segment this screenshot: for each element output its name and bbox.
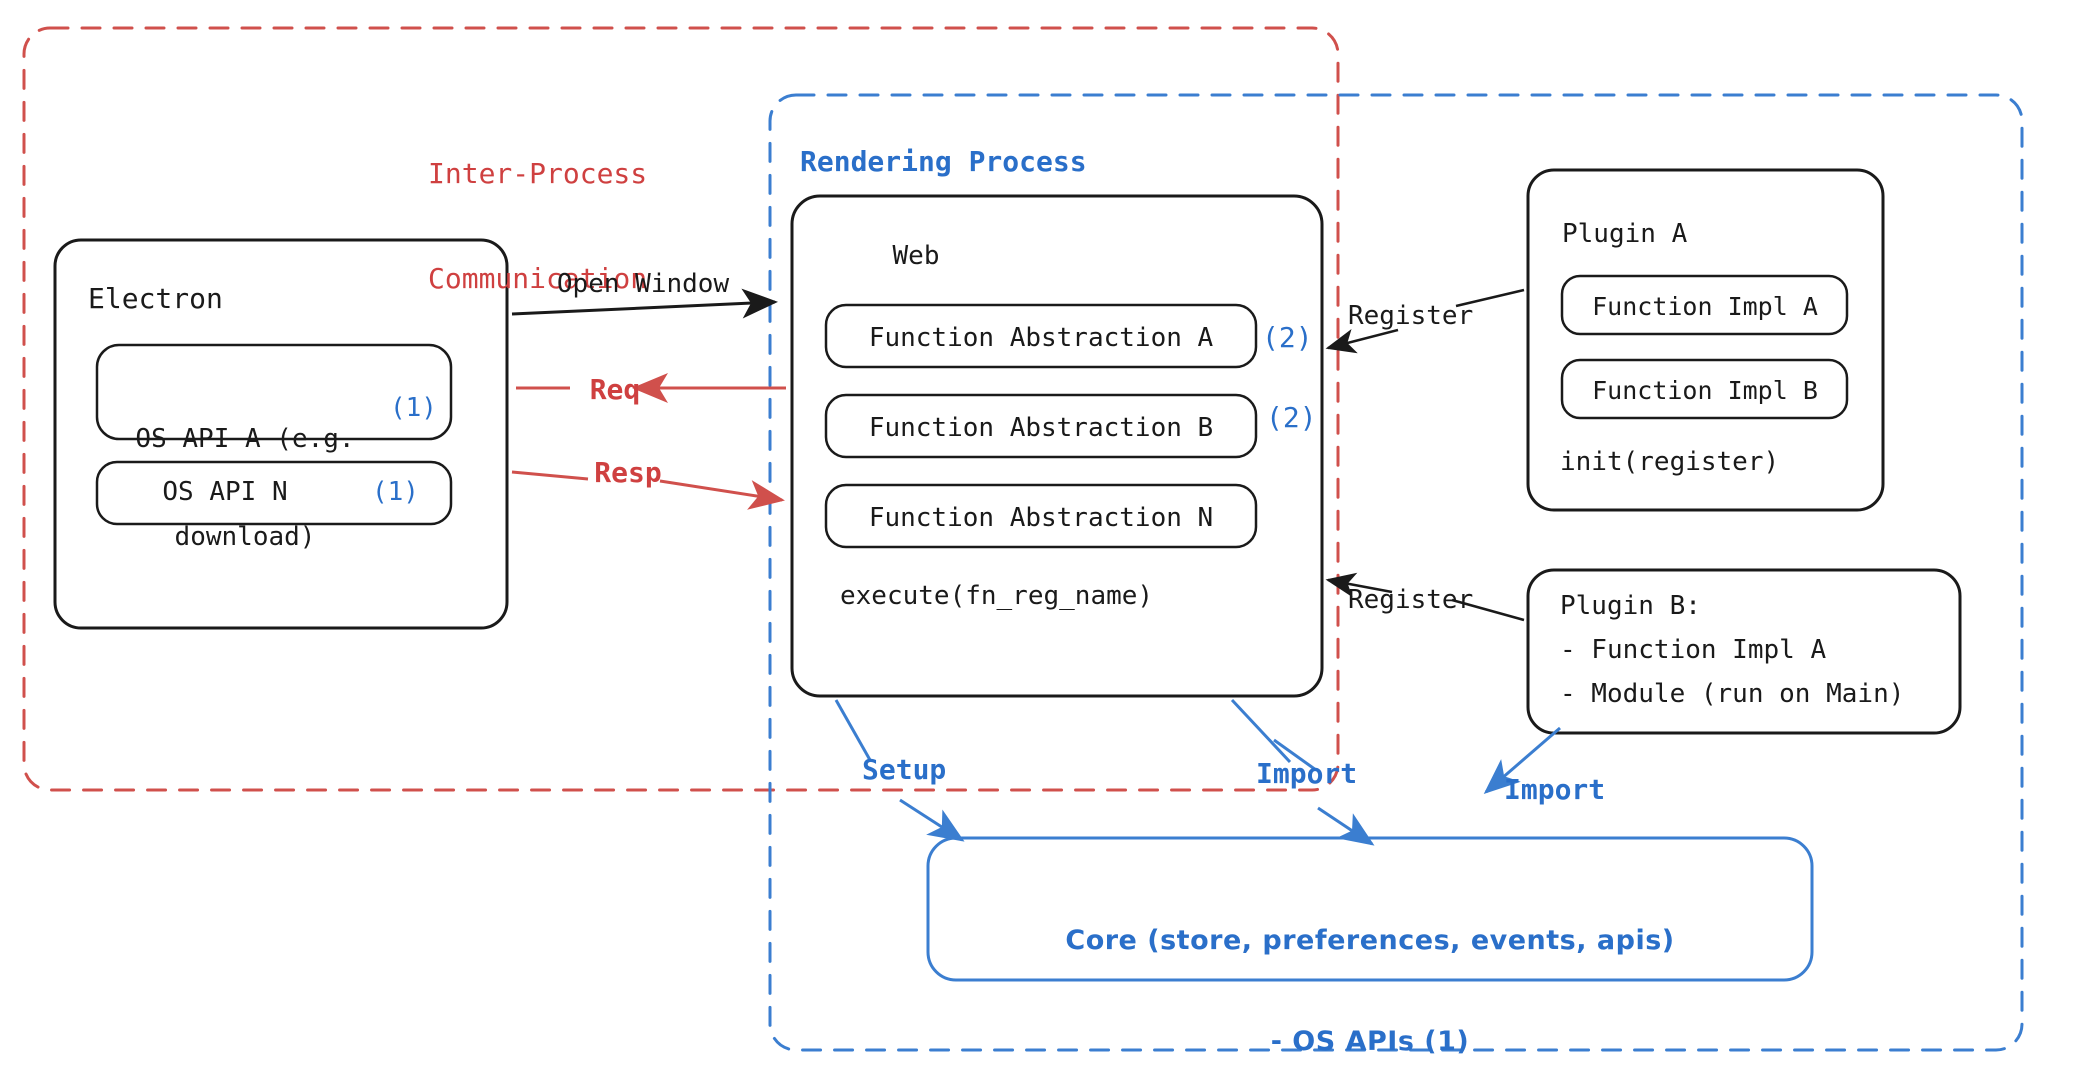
ipc-region-label-line2: Communication xyxy=(428,262,648,295)
core-line-1: Core (store, preferences, events, apis) xyxy=(1065,924,1675,956)
plugin-a-init-method: init(register) xyxy=(1560,447,1780,477)
register-plugin-b-label: Register xyxy=(1348,585,1474,615)
resp-arrow xyxy=(659,479,785,510)
function-abstraction-b-label: Function Abstraction B xyxy=(868,413,1214,443)
open-window-arrow xyxy=(511,288,778,319)
os-api-a-label: OS API A (e.g. download) xyxy=(100,358,390,618)
function-impl-a-box xyxy=(1560,274,1849,336)
os-api-a-label-line2: download) xyxy=(174,521,316,552)
function-abstraction-b-box xyxy=(824,393,1258,459)
os-api-n-label: OS API N xyxy=(162,477,288,507)
web-execute-method: execute(fn_reg_name) xyxy=(840,581,1154,611)
core-box-text: Core (store, preferences, events, apis) … xyxy=(932,856,1808,1066)
function-abstraction-a-box xyxy=(824,303,1258,369)
req-label: Req xyxy=(589,373,641,406)
function-abstraction-a-label: Function Abstraction A xyxy=(868,323,1214,353)
setup-label: Setup xyxy=(862,753,947,786)
import-web-label: Import xyxy=(1256,757,1358,790)
os-api-a-box xyxy=(95,343,453,441)
os-api-n-box xyxy=(95,460,453,526)
os-api-n-ref: (1) xyxy=(372,477,419,507)
import-plugin-b-label: Import xyxy=(1504,773,1606,806)
register-plugin-a-arrow xyxy=(1455,288,1525,308)
plugin-b-title: Plugin B: xyxy=(1560,591,1701,621)
register-plugin-b-arrow-head xyxy=(1325,572,1393,598)
open-window-label: Open Window xyxy=(556,269,730,299)
import-plugin-b-arrow xyxy=(1483,726,1561,794)
import-web-arrow-tail xyxy=(1230,698,1292,764)
resp-label: Resp xyxy=(594,456,662,489)
web-title: Web xyxy=(892,241,940,271)
plugin-a-box xyxy=(1526,168,1885,512)
rendering-process-label: Rendering Process xyxy=(800,145,1087,178)
function-impl-b-label: Function Impl B xyxy=(1592,376,1818,405)
resp-arrow-tail xyxy=(511,470,589,481)
plugin-b-item-1: - Module (run on Main) xyxy=(1560,679,1905,709)
os-api-a-label-line1: OS API A (e.g. xyxy=(135,424,355,454)
function-abstraction-a-ref: (2) xyxy=(1262,321,1313,354)
plugin-b-box xyxy=(1526,568,1962,735)
ipc-region-label: Inter-Process Communication xyxy=(428,86,748,366)
os-api-a-ref: (1) xyxy=(390,393,437,423)
function-impl-a-label: Function Impl A xyxy=(1592,292,1818,321)
setup-arrow xyxy=(899,798,965,842)
function-abstraction-b-ref: (2) xyxy=(1266,401,1317,434)
function-impl-b-box xyxy=(1560,358,1849,420)
register-plugin-a-label: Register xyxy=(1348,301,1474,331)
import-web-arrow xyxy=(1317,806,1375,846)
rendering-process-region-boundary xyxy=(768,93,2024,1052)
function-abstraction-n-label: Function Abstraction N xyxy=(868,503,1214,533)
plugin-a-title: Plugin A xyxy=(1562,219,1688,249)
register-plugin-b-arrow xyxy=(1451,598,1525,622)
function-abstraction-n-box xyxy=(824,483,1258,549)
register-plugin-a-arrow-head xyxy=(1325,328,1399,354)
electron-title: Electron xyxy=(88,282,223,315)
import-plugin-b-arrow-tail xyxy=(1273,738,1317,772)
ipc-region-label-line1: Inter-Process xyxy=(428,157,648,190)
core-line-2: - OS APIs (1) xyxy=(1270,1025,1470,1057)
setup-arrow-tail xyxy=(834,699,872,761)
ipc-region-boundary xyxy=(22,26,1340,792)
plugin-b-item-0: - Function Impl A xyxy=(1560,635,1827,665)
